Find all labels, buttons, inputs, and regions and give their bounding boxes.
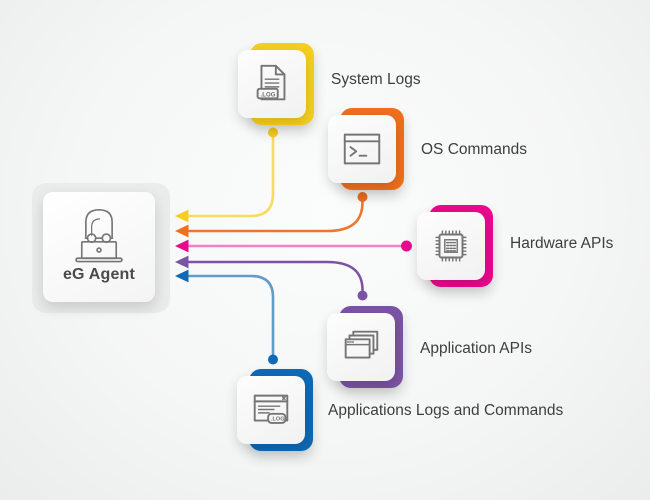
- application-apis-label: Application APIs: [420, 340, 533, 357]
- application-logs-card: .LOG: [237, 376, 305, 444]
- cpu-chip-icon: [435, 230, 467, 262]
- connector-system-logs: [175, 127, 278, 223]
- node-application-logs: .LOG Applications Logs and Commands: [237, 369, 563, 451]
- log-window-icon: .LOG: [253, 394, 289, 424]
- log-file-icon: .LOG: [256, 64, 286, 101]
- eg-agent-card: eG Agent: [43, 192, 155, 302]
- system-logs-card: .LOG: [238, 50, 306, 118]
- terminal-icon: [343, 133, 381, 165]
- node-hardware-apis: Hardware APIs: [417, 205, 613, 287]
- connector-application-apis: [175, 255, 368, 301]
- connector-application-logs: [175, 269, 278, 365]
- os-commands-card: [328, 115, 396, 183]
- hardware-apis-card: [417, 212, 485, 280]
- node-os-commands: OS Commands: [328, 108, 527, 190]
- stacked-windows-icon: [344, 330, 379, 359]
- application-apis-card: [327, 313, 395, 381]
- os-commands-label: OS Commands: [421, 141, 527, 158]
- hardware-apis-label: Hardware APIs: [510, 235, 614, 252]
- person-laptop-icon: [75, 209, 123, 263]
- node-system-logs: .LOG System Logs: [238, 43, 421, 125]
- eg-agent-label: eG Agent: [62, 266, 136, 283]
- svg-text:.LOG: .LOG: [271, 417, 285, 423]
- node-application-apis: Application APIs: [327, 306, 532, 388]
- connector-hardware-apis: [175, 239, 412, 253]
- svg-text:.LOG: .LOG: [261, 91, 276, 98]
- application-logs-label: Applications Logs and Commands: [328, 402, 564, 419]
- eg-agent-panel: eG Agent: [32, 183, 170, 313]
- connector-os-commands: [175, 192, 368, 238]
- system-logs-label: System Logs: [331, 71, 421, 88]
